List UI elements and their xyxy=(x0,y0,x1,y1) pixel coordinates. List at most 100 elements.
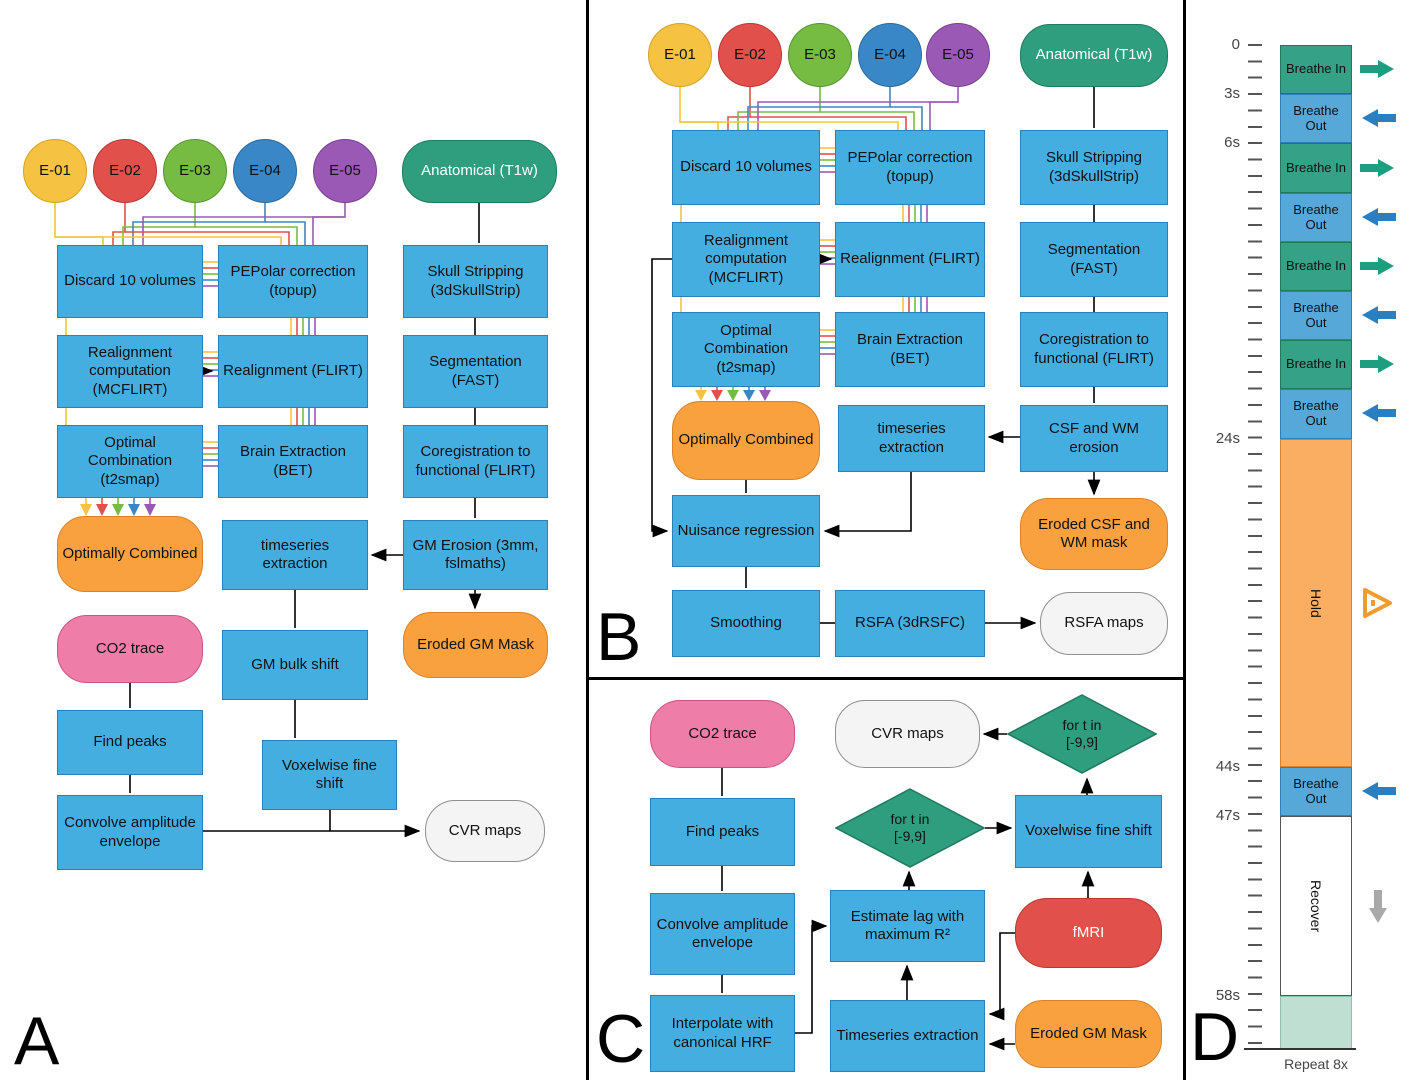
breathe-in-arrow-icon xyxy=(1360,352,1396,381)
cvr-maps-node-a: CVR maps xyxy=(425,800,545,862)
breathe-out-block-1: Breathe Out xyxy=(1280,94,1352,143)
echo-5-label: E-05 xyxy=(942,45,974,63)
optimal-combination-node-b: Optimal Combination (t2smap) xyxy=(672,312,820,387)
rsfa-maps-node-b: RSFA maps xyxy=(1040,592,1168,655)
breathe-out-arrow-icon xyxy=(1360,106,1396,135)
echo-1-node-a: E-01 xyxy=(23,139,87,203)
pepolar-correction-node-b: PEPolar correction (topup) xyxy=(835,130,985,205)
breathe-in-arrow-icon xyxy=(1360,57,1396,86)
time-label-24s: 24s xyxy=(1215,430,1240,447)
echo-3-label: E-03 xyxy=(179,161,211,179)
breathe-out-arrow-icon xyxy=(1360,303,1396,332)
breathe-out-arrow-icon xyxy=(1360,779,1396,808)
time-label-0: 0 xyxy=(1231,36,1240,53)
echo-2-label: E-02 xyxy=(734,45,766,63)
time-label-44s: 44s xyxy=(1215,758,1240,775)
coregistration-node-a: Coregistration to functional (FLIRT) xyxy=(403,425,548,498)
loop-t-label-2: for t in [-9,9] xyxy=(890,811,930,844)
realignment-node-b: Realignment (FLIRT) xyxy=(835,222,985,297)
loop-t-label-1: for t in [-9,9] xyxy=(1062,717,1102,750)
diamond-shape xyxy=(1007,694,1157,774)
optimal-combination-node-a: Optimal Combination (t2smap) xyxy=(57,425,203,498)
echo-2-label: E-02 xyxy=(109,161,141,179)
hold-pause-icon xyxy=(1360,585,1396,626)
echo-2-node-a: E-02 xyxy=(93,139,157,203)
co2-trace-node-a: CO2 trace xyxy=(57,615,203,683)
segmentation-node-b: Segmentation (FAST) xyxy=(1020,222,1168,297)
voxelwise-fine-shift-node-a: Voxelwise fine shift xyxy=(262,740,397,810)
echo-4-node-a: E-04 xyxy=(233,139,297,203)
cvr-maps-node-c: CVR maps xyxy=(835,700,980,768)
breathe-in-block-2: Breathe In xyxy=(1280,143,1352,193)
realignment-computation-node-a: Realignment computation (MCFLIRT) xyxy=(57,335,203,408)
discard-volumes-node-b: Discard 10 volumes xyxy=(672,130,820,205)
time-label-58s: 58s xyxy=(1215,987,1240,1004)
timeseries-extraction-node-c: Timeseries extraction xyxy=(830,1000,985,1072)
breathe-in-block-1: Breathe In xyxy=(1280,45,1352,94)
divider-bc-d xyxy=(1183,0,1186,1080)
repeat-label: Repeat 8x xyxy=(1284,1056,1348,1072)
echo-1-node-b: E-01 xyxy=(648,23,712,87)
timeline-ticks xyxy=(1248,44,1262,1050)
echo-2-node-b: E-02 xyxy=(718,23,782,87)
breathe-out-block-5: Breathe Out xyxy=(1280,767,1352,816)
convolve-envelope-node-c: Convolve amplitude envelope xyxy=(650,893,795,975)
echo-3-label: E-03 xyxy=(804,45,836,63)
hold-block: Hold xyxy=(1280,439,1352,767)
diamond-shape xyxy=(835,788,985,868)
eroded-csf-wm-mask-node-b: Eroded CSF and WM mask xyxy=(1020,498,1168,570)
panel-d-label: D xyxy=(1190,999,1240,1075)
timeseries-extraction-node-b: timeseries extraction xyxy=(838,405,985,472)
echo-1-label: E-01 xyxy=(39,161,71,179)
co2-trace-node-c: CO2 trace xyxy=(650,700,795,768)
divider-b-c xyxy=(586,677,1186,680)
breathe-out-arrow-icon xyxy=(1360,401,1396,430)
anatomical-node-b: Anatomical (T1w) xyxy=(1020,24,1168,87)
breathe-in-block-3: Breathe In xyxy=(1280,242,1352,291)
echo-4-label: E-04 xyxy=(249,161,281,179)
echo-5-label: E-05 xyxy=(329,161,361,179)
breathe-in-block-4: Breathe In xyxy=(1280,340,1352,389)
recover-down-arrow-icon xyxy=(1366,890,1390,929)
optimally-combined-node-b: Optimally Combined xyxy=(672,401,820,480)
divider-a-bc xyxy=(586,0,589,1080)
time-label-47s: 47s xyxy=(1215,807,1240,824)
voxelwise-fine-shift-node-c: Voxelwise fine shift xyxy=(1015,795,1162,868)
eroded-gm-mask-node-c: Eroded GM Mask xyxy=(1015,1000,1162,1068)
time-label-3s: 3s xyxy=(1224,85,1240,102)
brain-extraction-node-a: Brain Extraction (BET) xyxy=(218,425,368,498)
discard-volumes-node-a: Discard 10 volumes xyxy=(57,245,203,318)
echo-4-node-b: E-04 xyxy=(858,23,922,87)
skull-stripping-node-b: Skull Stripping (3dSkullStrip) xyxy=(1020,130,1168,205)
nuisance-regression-node-b: Nuisance regression xyxy=(672,495,820,567)
timeline-end-line xyxy=(1244,1048,1356,1050)
segmentation-node-a: Segmentation (FAST) xyxy=(403,335,548,408)
panelA-echo-arrowheads xyxy=(80,504,156,516)
echo-3-node-a: E-03 xyxy=(163,139,227,203)
smoothing-node-b: Smoothing xyxy=(672,590,820,657)
loop-t-node-1: for t in [-9,9] xyxy=(1007,694,1157,774)
echo-1-label: E-01 xyxy=(664,45,696,63)
panel-a-label: A xyxy=(14,1003,60,1079)
echo-5-node-a: E-05 xyxy=(313,139,377,203)
find-peaks-node-a: Find peaks xyxy=(57,710,203,775)
breathe-in-arrow-icon xyxy=(1360,156,1396,185)
pepolar-correction-node-a: PEPolar correction (topup) xyxy=(218,245,368,318)
panel-c-label: C xyxy=(596,1001,646,1077)
coregistration-node-b: Coregistration to functional (FLIRT) xyxy=(1020,312,1168,387)
interpolate-hrf-node-c: Interpolate with canonical HRF xyxy=(650,995,795,1072)
skull-stripping-node-a: Skull Stripping (3dSkullStrip) xyxy=(403,245,548,318)
breathe-in-arrow-icon xyxy=(1360,254,1396,283)
anatomical-node-a: Anatomical (T1w) xyxy=(402,140,557,203)
panel-b-label: B xyxy=(596,599,642,675)
breathe-out-block-3: Breathe Out xyxy=(1280,291,1352,340)
end-block xyxy=(1280,996,1352,1049)
realignment-computation-node-b: Realignment computation (MCFLIRT) xyxy=(672,222,820,297)
eroded-gm-mask-node-a: Eroded GM Mask xyxy=(403,612,548,678)
gm-bulk-shift-node-a: GM bulk shift xyxy=(222,630,368,700)
loop-t-node-2: for t in [-9,9] xyxy=(835,788,985,868)
brain-extraction-node-b: Brain Extraction (BET) xyxy=(835,312,985,387)
echo-5-node-b: E-05 xyxy=(926,23,990,87)
breathe-out-block-4: Breathe Out xyxy=(1280,389,1352,439)
